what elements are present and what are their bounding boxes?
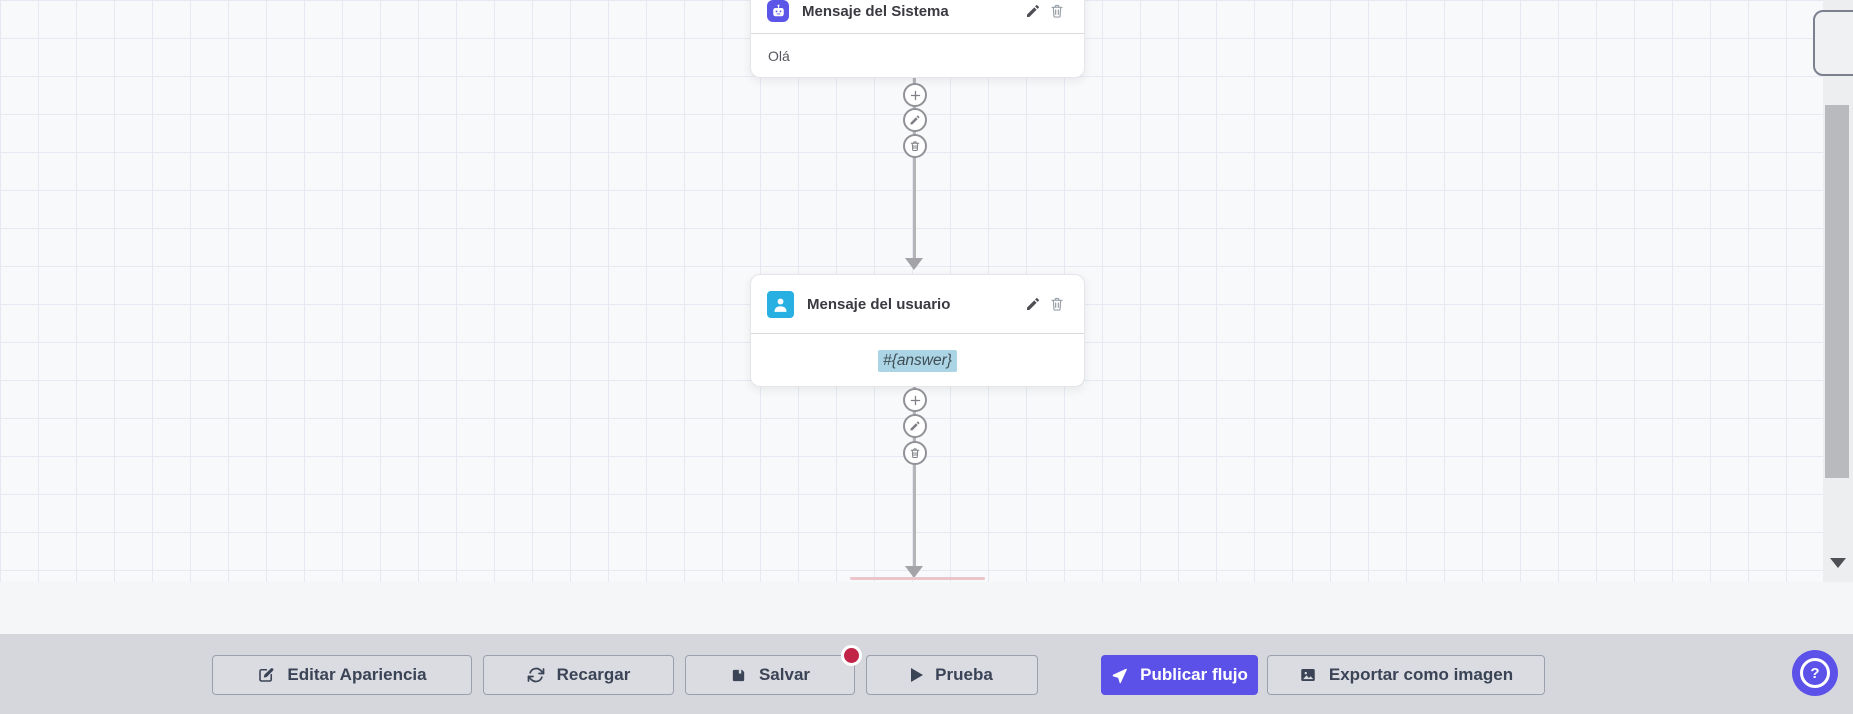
button-label: Editar Apariencia (287, 665, 427, 684)
arrow-down-icon (905, 566, 923, 578)
button-label: Prueba (935, 665, 993, 684)
delete-connector-button[interactable] (903, 441, 927, 465)
edit-icon (257, 666, 275, 684)
node-title: Mensaje del usuario (807, 295, 951, 313)
toolbar-buttons: Editar Apariencia Recargar Salvar (212, 655, 1545, 695)
node-header: Mensaje del Sistema (751, 0, 1084, 34)
user-icon (767, 290, 794, 318)
canvas-control-panel[interactable] (1813, 10, 1853, 76)
flow-canvas[interactable]: Mensaje del Sistema Olá (0, 0, 1823, 582)
rocket-icon (1111, 667, 1128, 684)
edit-connector-button[interactable] (903, 108, 927, 132)
unsaved-changes-badge (841, 645, 862, 666)
button-label: Exportar como imagen (1328, 665, 1514, 684)
canvas-footer-spacer (0, 582, 1853, 634)
variable-chip[interactable]: #{answer} (878, 349, 957, 372)
help-label: ? (1810, 664, 1820, 682)
scrollbar-thumb[interactable] (1825, 105, 1849, 478)
delete-node-icon[interactable] (1048, 2, 1066, 20)
save-icon (730, 667, 747, 684)
image-icon (1299, 666, 1317, 684)
delete-node-icon[interactable] (1048, 295, 1066, 313)
button-label: Salvar (758, 665, 811, 684)
button-label: Recargar (556, 665, 631, 684)
save-button[interactable]: Salvar (685, 655, 855, 695)
reload-button[interactable]: Recargar (483, 655, 674, 695)
node-system-message[interactable]: Mensaje del Sistema Olá (750, 0, 1085, 78)
publish-flow-button[interactable]: Publicar flujo (1101, 655, 1258, 695)
test-button[interactable]: Prueba (866, 655, 1038, 695)
export-image-button[interactable]: Exportar como imagen (1267, 655, 1545, 695)
robot-icon (767, 0, 789, 22)
add-node-button[interactable] (903, 83, 927, 107)
node-body: #{answer} (751, 334, 1084, 387)
button-label: Publicar flujo (1140, 665, 1248, 684)
question-icon: ? (1800, 658, 1830, 688)
bottom-toolbar: Editar Apariencia Recargar Salvar (0, 634, 1853, 714)
delete-connector-button[interactable] (903, 134, 927, 158)
node-user-message[interactable]: Mensaje del usuario #{answer} (750, 274, 1085, 387)
edit-connector-button[interactable] (903, 414, 927, 438)
help-button[interactable]: ? (1792, 650, 1838, 696)
edit-node-icon[interactable] (1024, 295, 1042, 313)
play-icon (911, 668, 924, 682)
connector-line (913, 70, 916, 258)
vertical-scrollbar[interactable] (1823, 0, 1853, 582)
node-header: Mensaje del usuario (751, 275, 1084, 334)
refresh-icon (527, 666, 545, 684)
edit-node-icon[interactable] (1024, 2, 1042, 20)
node-body-text: Olá (768, 48, 790, 64)
node-title: Mensaje del Sistema (802, 2, 949, 20)
edit-appearance-button[interactable]: Editar Apariencia (212, 655, 472, 695)
arrow-down-icon (905, 258, 923, 270)
add-node-button[interactable] (903, 388, 927, 412)
next-node-top-edge (850, 577, 985, 580)
connector-line (913, 380, 916, 566)
scroll-down-icon[interactable] (1830, 558, 1846, 568)
